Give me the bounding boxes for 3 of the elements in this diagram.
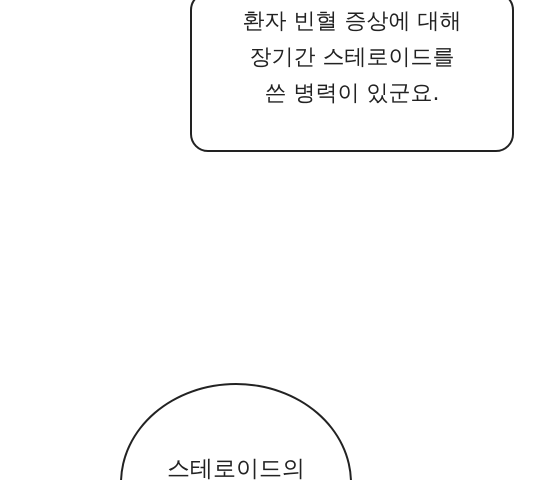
dialogue-text: 스테로이드의 bbox=[166, 455, 306, 480]
speech-bubble bbox=[190, 0, 514, 152]
dialogue-text: 환자 빈혈 증상에 대해 장기간 스테로이드를 쓴 병력이 있군요. bbox=[242, 8, 462, 108]
